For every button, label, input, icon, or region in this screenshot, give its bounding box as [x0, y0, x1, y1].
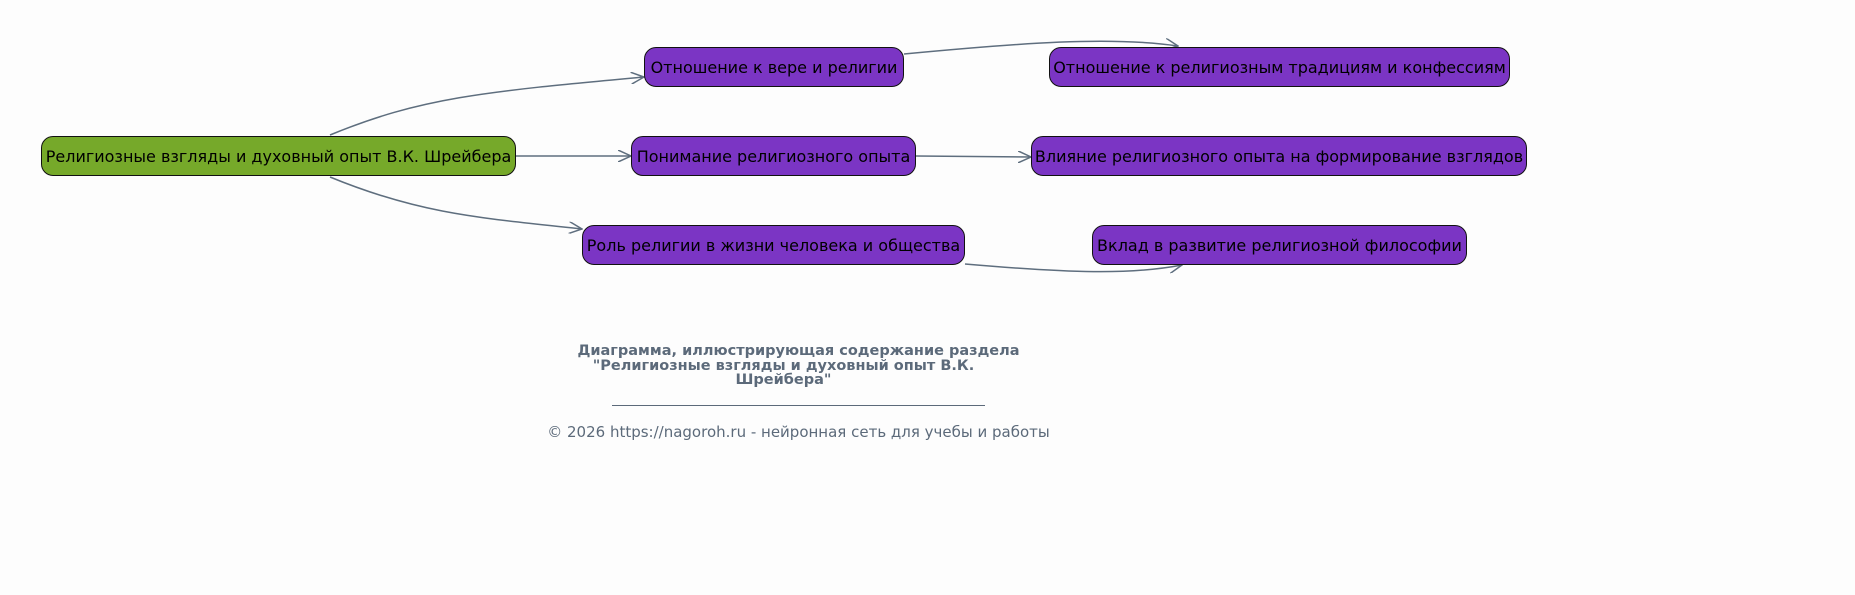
- node-traditions[interactable]: Отношение к религиозным традициям и конф…: [1049, 47, 1510, 87]
- node-experience[interactable]: Понимание религиозного опыта: [631, 136, 916, 176]
- caption-line: Шрейбера": [735, 372, 832, 388]
- edge-experience-to-influence: [915, 156, 1031, 157]
- footer-copyright: © 2026 https://nagoroh.ru - нейронная се…: [547, 423, 1050, 441]
- caption-line: "Религиозные взгляды и духовный опыт В.К…: [592, 357, 975, 374]
- root-node[interactable]: Религиозные взгляды и духовный опыт В.К.…: [41, 136, 516, 176]
- edge-role-to-contribution: [964, 264, 1182, 272]
- edge-root-to-role: [329, 176, 582, 229]
- diagram-caption: Диаграмма, иллюстрирующая содержание раз…: [0, 344, 1597, 388]
- edge-faith-to-traditions: [903, 41, 1178, 55]
- node-faith[interactable]: Отношение к вере и религии: [644, 47, 904, 87]
- caption-line: Диаграмма, иллюстрирующая содержание раз…: [577, 343, 1020, 359]
- caption-divider: [612, 405, 985, 406]
- node-contribution[interactable]: Вклад в развитие религиозной философии: [1092, 225, 1467, 265]
- edge-root-to-faith: [329, 77, 644, 136]
- node-influence[interactable]: Влияние религиозного опыта на формирован…: [1031, 136, 1527, 176]
- node-role[interactable]: Роль религии в жизни человека и общества: [582, 225, 965, 265]
